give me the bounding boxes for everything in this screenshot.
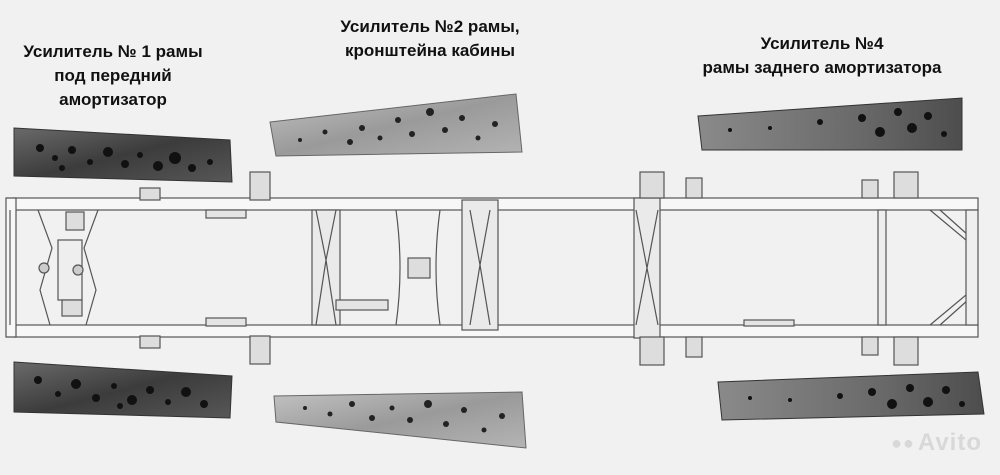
label-reinforcement-4: Усилитель №4 рамы заднего амортизатора — [672, 32, 972, 80]
reinforcement-plate-4-top — [697, 97, 963, 151]
label-line: кронштейна кабины — [344, 41, 516, 60]
watermark-dots-icon: ●● — [891, 433, 915, 454]
reinforcement-plate-1-top — [13, 127, 233, 183]
label-line: Усилитель №4 — [760, 34, 884, 53]
reinforcement-plate-4-bottom — [717, 371, 985, 421]
watermark: ●●Avito — [891, 429, 982, 457]
label-line: амортизатор — [59, 90, 167, 109]
label-reinforcement-2: Усилитель №2 рамы, кронштейна кабины — [310, 15, 550, 63]
label-line: рамы заднего амортизатора — [702, 58, 942, 77]
chassis-frame — [5, 171, 979, 366]
label-line: под передний — [54, 66, 172, 85]
reinforcement-plate-2-bottom — [273, 391, 527, 449]
label-line: Усилитель № 1 рамы — [23, 42, 203, 61]
label-line: Усилитель №2 рамы, — [340, 17, 520, 36]
reinforcement-plate-2-top — [269, 93, 523, 157]
label-reinforcement-1: Усилитель № 1 рамы под передний амортиза… — [2, 40, 224, 112]
reinforcement-plate-1-bottom — [13, 361, 233, 419]
watermark-text: Avito — [917, 429, 982, 456]
